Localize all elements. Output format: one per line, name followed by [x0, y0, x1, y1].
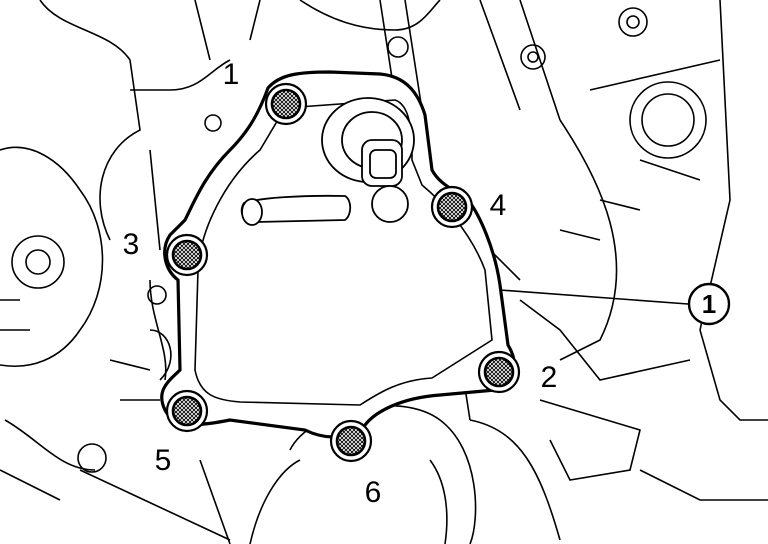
bolt-label-6: 6: [365, 476, 382, 509]
bolt-3: [165, 233, 209, 277]
bolt-1: [264, 82, 308, 126]
bolt-2: [477, 350, 521, 394]
bolt-label-5: 5: [155, 444, 172, 477]
bolt-label-1: 1: [223, 58, 240, 91]
bolt-4: [430, 185, 474, 229]
callout-circle: [687, 282, 731, 326]
bolt-label-2: 2: [541, 361, 558, 394]
sensor-assembly: [240, 97, 415, 226]
bolt-5: [165, 389, 209, 433]
bolt-6: [329, 419, 373, 463]
crankcase-cover: [160, 70, 517, 439]
callout-leader-line: [499, 289, 689, 305]
bolt-label-3: 3: [123, 228, 140, 261]
bolt-label-4: 4: [490, 189, 507, 222]
callout-label: 1: [702, 289, 716, 319]
